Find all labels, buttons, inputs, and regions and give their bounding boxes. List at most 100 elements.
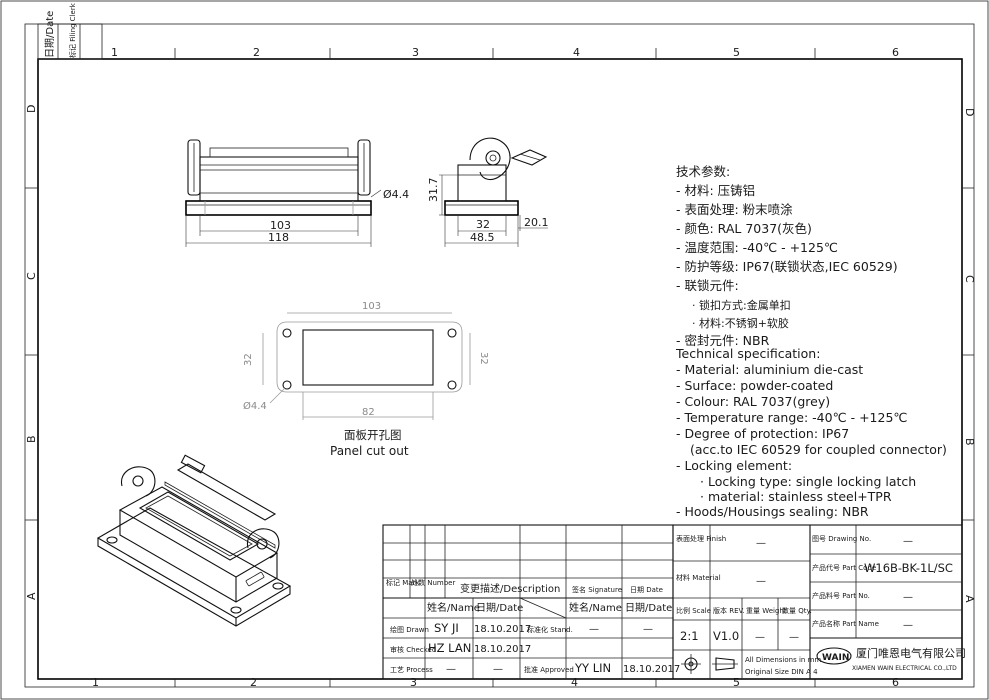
col-top-3: 3 xyxy=(412,46,419,59)
col-top-5: 5 xyxy=(733,46,740,59)
rev-name-header: 姓名/Name xyxy=(427,601,480,614)
col-top-1: 1 xyxy=(111,46,118,59)
cutout-top-dim: 103 xyxy=(362,301,381,312)
drawn-date: 18.10.2017 xyxy=(474,624,531,635)
part-code-label: 产品代号 Part Code xyxy=(812,563,876,572)
col-bottom-4: 4 xyxy=(571,676,578,689)
drawn-name: SY JI xyxy=(434,621,459,635)
company-logo: WAIN xyxy=(822,653,849,663)
cutout-left-dim: 32 xyxy=(243,353,254,366)
spec-en-line: - Material: aluminium die-cast xyxy=(676,362,863,377)
spec-en-line: (acc.to IEC 60529 for coupled connector) xyxy=(690,442,947,457)
col-top-2: 2 xyxy=(253,46,260,59)
outer-frame xyxy=(24,23,975,688)
cutout-label-en: Panel cut out xyxy=(330,444,409,458)
spec-en-line: - Temperature range: -40℃ - +125℃ xyxy=(676,410,907,425)
rev-date-header: 日期/Date xyxy=(476,602,523,614)
rev-value: V1.0 xyxy=(713,629,739,643)
stand-date: — xyxy=(643,624,653,635)
panel-cutout xyxy=(262,312,471,420)
rev-label: 版本 REV. xyxy=(713,606,745,615)
row-right-d: D xyxy=(963,108,976,116)
spec-cn-line: - 防护等级: IP67(联锁状态,IEC 60529) xyxy=(676,259,898,274)
spec-cn-line: - 表面处理: 粉末喷涂 xyxy=(676,202,793,217)
col-bottom-3: 3 xyxy=(410,676,417,689)
checked-date: 18.10.2017 xyxy=(474,644,531,655)
scale-value: 2:1 xyxy=(680,629,699,643)
rev-description-label: 变更描述/Description xyxy=(460,582,560,595)
spec-cn-line: · 锁扣方式:金属单扣 xyxy=(692,298,791,312)
spec-cn-line: - 联锁元件: xyxy=(676,278,739,293)
rev-number-label: 处数 Number xyxy=(411,578,455,587)
col-bottom-6: 6 xyxy=(892,676,899,689)
cutout-bottom-dim: 82 xyxy=(362,407,375,418)
spec-cn-heading: 技术参数: xyxy=(676,164,730,179)
spec-cn-line: · 材料:不锈钢+软胶 xyxy=(692,316,789,330)
spec-en-heading: Technical specification: xyxy=(675,346,820,361)
row-right-b: B xyxy=(963,438,976,446)
weight-label: 重量 Weight xyxy=(746,607,787,615)
part-name-label: 产品名称 Part Name xyxy=(812,619,879,628)
row-left-a: A xyxy=(25,592,38,600)
finish-label: 表面处理 Finish xyxy=(676,534,726,543)
rev-mark-label: 标记 Mark xyxy=(386,578,420,587)
rev-date-label: 日期 Date xyxy=(630,586,663,594)
part-name-value: — xyxy=(903,620,913,631)
row-right-a: A xyxy=(963,595,976,603)
side-height-dim: 31.7 xyxy=(427,178,440,203)
side-strip: 日期/Date 标记 Filing Clerk xyxy=(37,2,103,60)
dims-note-1: All Dimensions in mm xyxy=(745,656,821,664)
spec-cn-line: - 颜色: RAL 7037(灰色) xyxy=(676,221,812,236)
spec-en-line: · material: stainless steel+TPR xyxy=(700,489,892,504)
process-date: — xyxy=(493,664,503,675)
part-code-value: W16B-BK-1L/SC xyxy=(864,561,953,575)
spec-en-line: - Surface: powder-coated xyxy=(676,378,833,393)
stand-label: 标准化 Stand. xyxy=(527,625,573,634)
approved-date: 18.10.2017 xyxy=(623,664,680,675)
side-filing-label: 标记 Filing Clerk xyxy=(68,2,77,58)
spec-en-line: - Locking element: xyxy=(676,458,792,473)
front-view xyxy=(185,139,382,247)
spec-en-line: · Locking type: single locking latch xyxy=(700,474,916,489)
qty-value: — xyxy=(789,632,799,643)
col-bottom-1: 1 xyxy=(92,676,99,689)
spec-en: Technical specification: - Material: alu… xyxy=(675,346,947,519)
col-top-4: 4 xyxy=(573,46,580,59)
front-outer-width-dim: 118 xyxy=(268,231,289,244)
row-right-c: C xyxy=(963,275,976,283)
cutout-label-cn: 面板开孔图 xyxy=(344,428,402,442)
spec-cn: 技术参数: - 材料: 压铸铝 - 表面处理: 粉末喷涂 - 颜色: RAL 7… xyxy=(676,164,898,348)
spec-cn-line: - 密封元件: NBR xyxy=(676,333,770,348)
part-no-value: — xyxy=(903,592,913,603)
material-label: 材料 Material xyxy=(676,573,721,582)
checked-label: 审核 Checked xyxy=(390,645,436,654)
zone-ticks xyxy=(25,48,974,687)
scale-label: 比例 Scale xyxy=(676,606,711,615)
drawing-no-label: 图号 Drawing No. xyxy=(812,535,871,543)
stand-name: — xyxy=(589,624,599,635)
side-latch-dim: 20.1 xyxy=(524,216,549,229)
company-name-cn: 厦门唯恩电气有限公司 xyxy=(856,646,966,660)
weight-value: — xyxy=(755,632,765,643)
front-hole-dim: Ø4.4 xyxy=(383,188,409,201)
spec-cn-line: - 材料: 压铸铝 xyxy=(676,183,755,198)
title-block xyxy=(672,524,963,680)
material-value: — xyxy=(756,576,766,587)
finish-value: — xyxy=(756,538,766,549)
cutout-hole-dim: Ø4.4 xyxy=(243,400,267,412)
row-left-c: C xyxy=(25,272,38,280)
company-name-en: XIAMEN WAIN ELECTRICAL CO.,LTD xyxy=(852,665,957,672)
col-top-6: 6 xyxy=(892,46,899,59)
spec-en-line: - Colour: RAL 7037(grey) xyxy=(676,394,830,409)
col-bottom-2: 2 xyxy=(250,676,257,689)
rev-signature-label: 签名 Signature xyxy=(572,585,622,594)
part-no-label: 产品料号 Part No. xyxy=(812,591,870,600)
process-name: — xyxy=(446,664,456,675)
spec-en-line: - Degree of protection: IP67 xyxy=(676,426,849,441)
rev-date-header-2: 日期/Date xyxy=(625,602,672,614)
process-label: 工艺 Process xyxy=(390,666,433,674)
cutout-right-dim: 32 xyxy=(478,352,489,365)
row-left-b: B xyxy=(25,435,38,443)
spec-en-line: - Hoods/Housings sealing: NBR xyxy=(676,504,869,519)
side-date-label: 日期/Date xyxy=(44,11,56,58)
